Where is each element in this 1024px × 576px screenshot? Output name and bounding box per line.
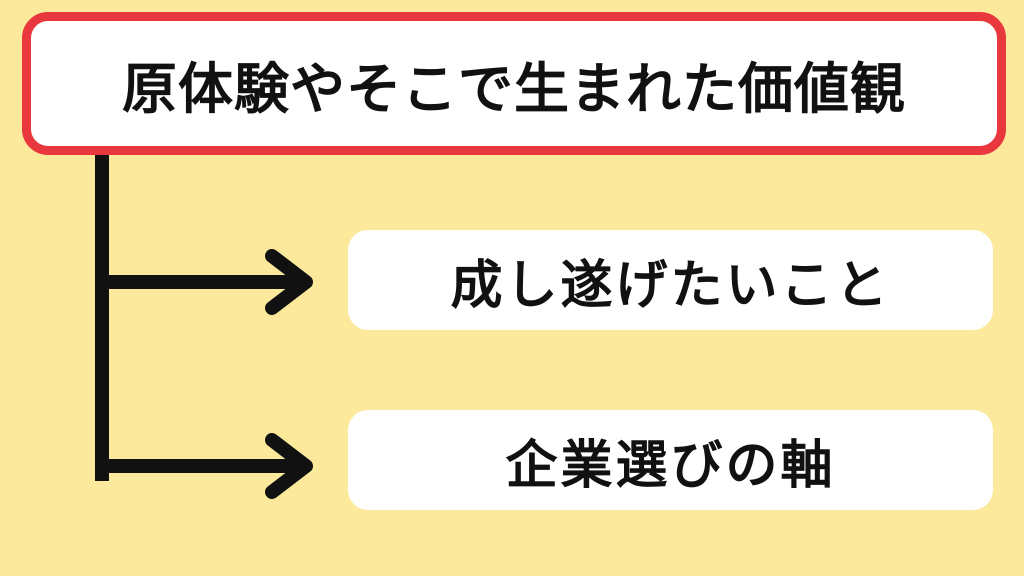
arrow-head-1-icon [265, 249, 313, 315]
root-node-box: 原体験やそこで生まれた価値観 [22, 12, 1006, 155]
child-node-label-1: 成し遂げたいこと [450, 255, 891, 316]
child-node-box-2: 企業選びの軸 [348, 410, 993, 510]
root-node-label: 原体験やそこで生まれた価値観 [121, 56, 906, 121]
child-node-label-2: 企業選びの軸 [505, 435, 836, 496]
arrow-head-2-icon [265, 433, 313, 499]
child-node-box-1: 成し遂げたいこと [348, 230, 993, 330]
